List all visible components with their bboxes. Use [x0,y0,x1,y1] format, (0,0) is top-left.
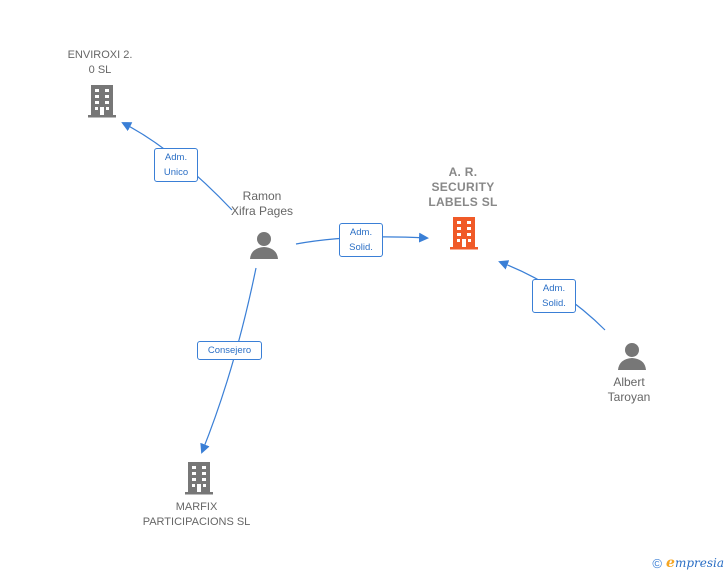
brand-initial: e [666,555,675,571]
footer-brand: © empresia [652,555,724,571]
node-label-marfix: MARFIX PARTICIPACIONS SL [142,501,251,528]
node-label-albert: Albert Taroyan [607,375,651,404]
node-label-enviroxi: ENVIROXI 2. 0 SL [67,49,133,76]
copyright-icon: © [652,555,663,571]
edge-ramon-marfix [200,267,257,454]
node-label-ar-security: A. R. SECURITY LABELS SL [428,165,498,209]
person-icon [618,343,646,370]
person-icon [250,232,278,259]
brand-name: mpresia [674,556,724,570]
building-icon [88,85,116,118]
edge-label-ramon-marfix: Consejero [197,341,262,360]
building-icon [185,462,213,495]
edge-label-ramon-ar-security: Adm. Solid. [339,223,383,257]
edge-label-ramon-enviroxi: Adm. Unico [154,148,198,182]
node-label-ramon: Ramon Xifra Pages [230,189,294,218]
brand-logo[interactable]: empresia [666,555,724,571]
building-icon-main [450,217,478,250]
edge-label-albert-ar-security: Adm. Solid. [532,279,576,313]
